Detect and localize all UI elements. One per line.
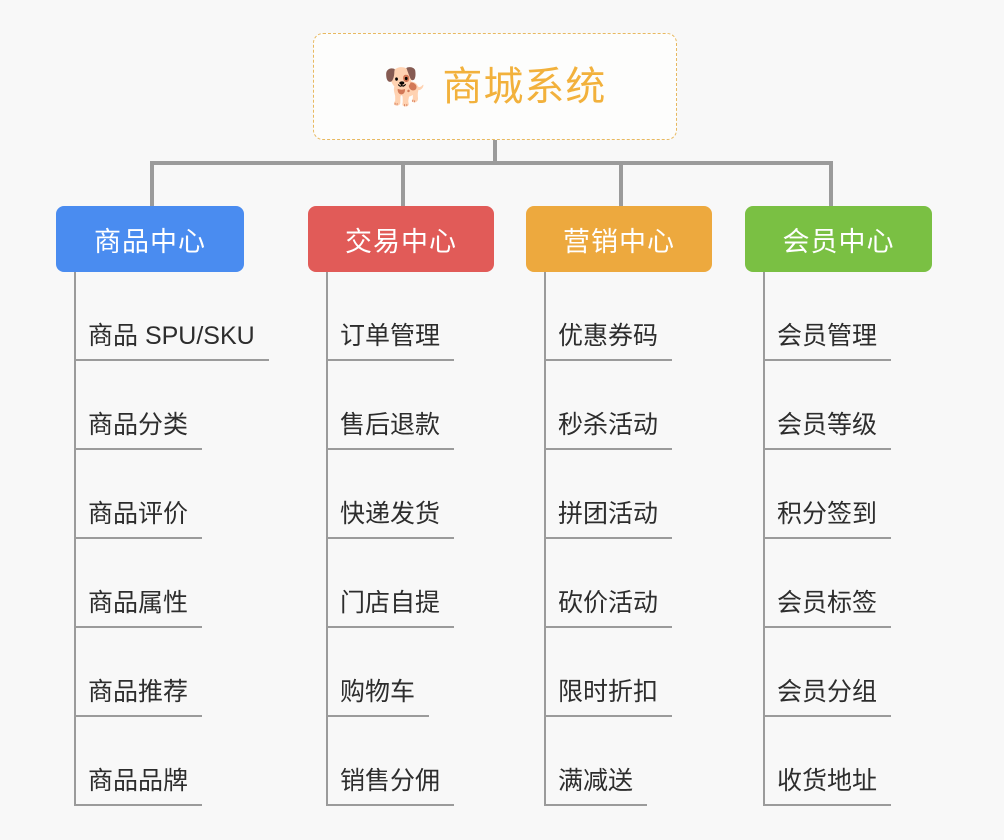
branch-header-member-center[interactable]: 会员中心 [745,206,932,272]
list-item[interactable]: 积分签到 [763,450,932,539]
list-item[interactable]: 售后退款 [326,361,494,450]
branch-header-trade-center[interactable]: 交易中心 [308,206,494,272]
list-item[interactable]: 购物车 [326,628,494,717]
branch-column-member-center: 会员中心 会员管理 会员等级 积分签到 会员标签 会员分组 收货地址 [745,206,932,806]
list-item-label: 商品评价 [74,500,203,539]
list-item-label: 商品属性 [74,589,203,628]
list-item-label: 销售分佣 [326,767,455,806]
connector-drop-交易中心 [401,161,405,209]
list-item[interactable]: 收货地址 [763,717,932,806]
connector-root-vertical [493,140,497,164]
list-item-label: 收货地址 [763,767,892,806]
branch-column-marketing-center: 营销中心 优惠券码 秒杀活动 拼团活动 砍价活动 限时折扣 满减送 [526,206,712,806]
branch-column-trade-center: 交易中心 订单管理 售后退款 快递发货 门店自提 购物车 销售分佣 [308,206,494,806]
connector-drop-商品中心 [150,161,154,209]
list-item-label: 售后退款 [326,411,455,450]
list-item[interactable]: 拼团活动 [544,450,712,539]
list-item[interactable]: 满减送 [544,717,712,806]
list-item[interactable]: 商品 SPU/SKU [74,272,269,361]
branch-column-product-center: 商品中心 商品 SPU/SKU 商品分类 商品评价 商品属性 商品推荐 商品品牌 [56,206,269,806]
root-node-title: 商城系统 [442,64,607,109]
connector-drop-营销中心 [619,161,623,209]
list-item[interactable]: 商品属性 [74,539,269,628]
list-item[interactable]: 优惠券码 [544,272,712,361]
list-item[interactable]: 商品评价 [74,450,269,539]
branch-header-product-center[interactable]: 商品中心 [56,206,244,272]
list-item[interactable]: 会员管理 [763,272,932,361]
list-item[interactable]: 会员标签 [763,539,932,628]
list-item-label: 会员标签 [763,589,892,628]
list-item[interactable]: 订单管理 [326,272,494,361]
list-item[interactable]: 销售分佣 [326,717,494,806]
list-item-label: 会员管理 [763,322,892,361]
list-item-label: 满减送 [544,767,648,806]
list-item-label: 砍价活动 [544,589,673,628]
list-item[interactable]: 限时折扣 [544,628,712,717]
branch-item-list-product-center: 商品 SPU/SKU 商品分类 商品评价 商品属性 商品推荐 商品品牌 [56,272,269,806]
list-item-label: 优惠券码 [544,322,673,361]
list-item-label: 商品 SPU/SKU [74,322,269,361]
branch-header-label: 营销中心 [563,226,675,257]
list-item[interactable]: 会员分组 [763,628,932,717]
list-item-label: 购物车 [326,678,430,717]
list-item-label: 商品品牌 [74,767,203,806]
list-item[interactable]: 会员等级 [763,361,932,450]
branch-header-marketing-center[interactable]: 营销中心 [526,206,712,272]
list-item-label: 会员等级 [763,411,892,450]
list-item[interactable]: 商品推荐 [74,628,269,717]
list-item-label: 拼团活动 [544,500,673,539]
connector-drop-会员中心 [829,161,833,209]
list-item-label: 快递发货 [326,500,455,539]
branch-header-label: 商品中心 [94,226,206,257]
list-item-label: 秒杀活动 [544,411,673,450]
list-item-label: 商品推荐 [74,678,203,717]
list-item[interactable]: 门店自提 [326,539,494,628]
list-item-label: 商品分类 [74,411,203,450]
branch-item-list-marketing-center: 优惠券码 秒杀活动 拼团活动 砍价活动 限时折扣 满减送 [526,272,712,806]
list-item-label: 限时折扣 [544,678,673,717]
branch-header-label: 交易中心 [345,226,457,257]
branch-item-list-member-center: 会员管理 会员等级 积分签到 会员标签 会员分组 收货地址 [745,272,932,806]
branch-item-list-trade-center: 订单管理 售后退款 快递发货 门店自提 购物车 销售分佣 [308,272,494,806]
list-item-label: 订单管理 [326,322,455,361]
list-item-label: 门店自提 [326,589,455,628]
connector-horizontal-bus [150,161,833,165]
list-item[interactable]: 砍价活动 [544,539,712,628]
branch-header-label: 会员中心 [782,226,895,257]
shiba-dog-icon: 🐕 [383,65,429,107]
list-item[interactable]: 商品品牌 [74,717,269,806]
list-item[interactable]: 秒杀活动 [544,361,712,450]
list-item[interactable]: 快递发货 [326,450,494,539]
root-node-card[interactable]: 🐕 商城系统 [313,33,677,140]
list-item[interactable]: 商品分类 [74,361,269,450]
list-item-label: 积分签到 [763,500,892,539]
list-item-label: 会员分组 [763,678,892,717]
